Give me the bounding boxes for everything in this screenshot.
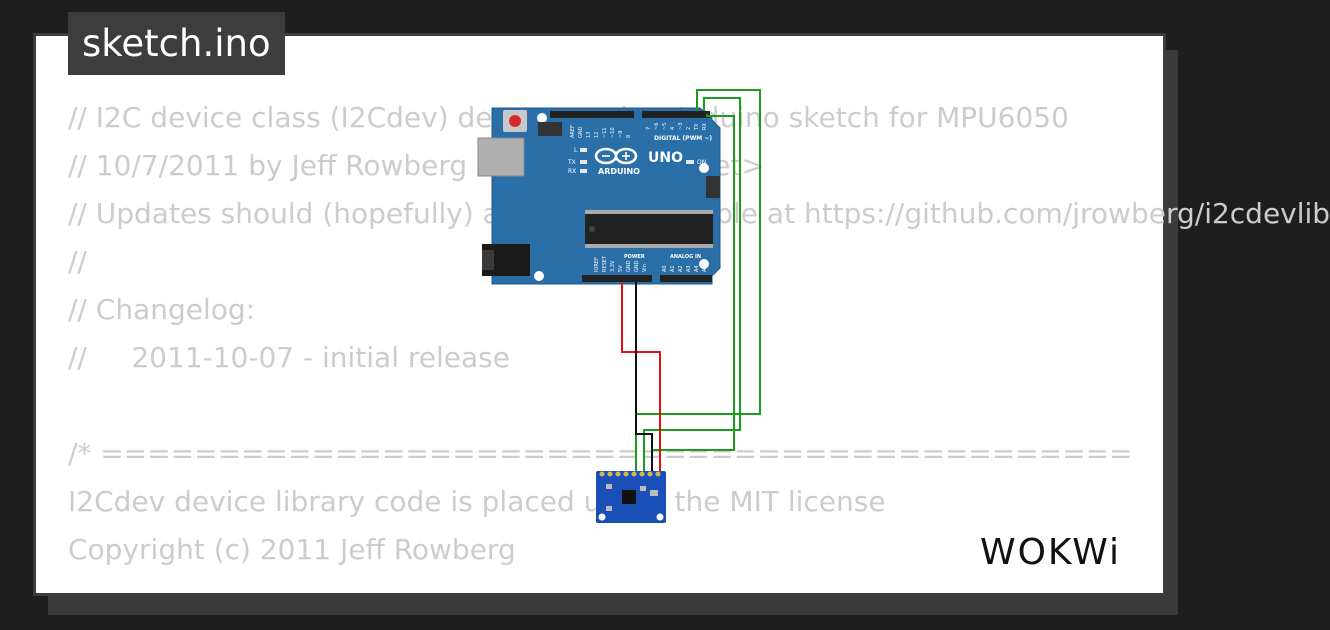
svg-text:4: 4 bbox=[670, 127, 676, 130]
mounting-hole bbox=[656, 513, 664, 521]
circuit-diagram: AREF GND 13 12 ~11 ~10 ~9 8 7 ~6 ~5 4 ~3… bbox=[477, 89, 761, 523]
svg-text:~5: ~5 bbox=[662, 123, 668, 130]
code-line: // 2011-10-07 - initial release bbox=[68, 341, 510, 374]
analog-label: ANALOG IN bbox=[670, 254, 701, 260]
analog-header bbox=[660, 275, 712, 282]
svg-text:A1: A1 bbox=[670, 265, 676, 272]
power-label: POWER bbox=[624, 254, 645, 260]
svg-text:GND: GND bbox=[634, 260, 640, 272]
mounting-hole bbox=[598, 513, 606, 521]
svg-text:A2: A2 bbox=[678, 265, 684, 272]
svg-text:~11: ~11 bbox=[602, 127, 608, 138]
usb-port bbox=[477, 137, 525, 177]
svg-text:3.3V: 3.3V bbox=[610, 260, 616, 272]
svg-text:7: 7 bbox=[646, 127, 652, 130]
svg-text:13: 13 bbox=[586, 132, 592, 138]
wire-green bbox=[643, 97, 741, 472]
svg-text:12: 12 bbox=[594, 132, 600, 138]
power-header bbox=[582, 275, 652, 282]
svg-text:GND: GND bbox=[626, 260, 632, 272]
svg-text:8: 8 bbox=[626, 135, 632, 138]
mounting-hole bbox=[699, 163, 709, 173]
svg-text:RX: RX bbox=[702, 123, 708, 130]
svg-text:A4: A4 bbox=[694, 265, 700, 272]
microcontroller-chip bbox=[585, 214, 713, 244]
svg-text:2: 2 bbox=[686, 127, 692, 130]
mounting-hole bbox=[537, 113, 547, 123]
rx-led-label: RX bbox=[568, 168, 576, 175]
wire-black bbox=[635, 282, 653, 472]
svg-text:A3: A3 bbox=[686, 265, 692, 272]
wires bbox=[621, 89, 761, 472]
wire-red bbox=[621, 282, 661, 472]
svg-text:~3: ~3 bbox=[678, 123, 684, 130]
svg-text:~6: ~6 bbox=[654, 123, 660, 130]
svg-text:Vin: Vin bbox=[642, 264, 648, 272]
mounting-hole bbox=[699, 259, 709, 269]
svg-text:A0: A0 bbox=[662, 265, 668, 272]
arduino-model-text: UNO bbox=[648, 150, 683, 166]
digital-label: DIGITAL (PWM ~) bbox=[654, 135, 712, 142]
svg-text:~9: ~9 bbox=[618, 131, 624, 138]
on-led-label: ON bbox=[697, 159, 706, 166]
code-line: /* =====================================… bbox=[68, 437, 1133, 470]
wokwi-logo: WOKWi bbox=[980, 532, 1121, 573]
svg-text:AREF: AREF bbox=[570, 125, 576, 138]
file-tab[interactable]: sketch.ino bbox=[68, 12, 285, 75]
digital-header-left bbox=[550, 111, 634, 118]
tx-led-label: TX bbox=[567, 159, 576, 166]
svg-text:IOREF: IOREF bbox=[594, 257, 600, 272]
digital-header-right bbox=[642, 111, 710, 118]
icsp-header bbox=[538, 122, 562, 136]
arduino-brand-text: ARDUINO bbox=[598, 167, 640, 176]
wokwi-logo-text: WOKWi bbox=[980, 532, 1121, 573]
svg-text:A5: A5 bbox=[702, 265, 708, 272]
icsp-header-right bbox=[706, 176, 720, 198]
l-led-label: L bbox=[574, 147, 578, 154]
svg-text:TX: TX bbox=[694, 123, 700, 131]
svg-text:GND: GND bbox=[578, 126, 584, 138]
svg-text:RESET: RESET bbox=[602, 255, 608, 272]
svg-text:~10: ~10 bbox=[610, 127, 616, 138]
arduino-logo-icon bbox=[594, 147, 638, 165]
sensor-chip bbox=[622, 490, 636, 504]
code-line: // bbox=[68, 245, 87, 278]
mpu6050-sensor[interactable] bbox=[596, 471, 666, 523]
arduino-uno-board[interactable]: AREF GND 13 12 ~11 ~10 ~9 8 7 ~6 ~5 4 ~3… bbox=[477, 107, 721, 285]
mounting-hole bbox=[534, 271, 544, 281]
svg-text:5V: 5V bbox=[618, 265, 624, 272]
code-line: Copyright (c) 2011 Jeff Rowberg bbox=[68, 533, 516, 566]
code-line: // Changelog: bbox=[68, 293, 256, 326]
preview-stage: // I2C device class (I2Cdev) demonstrati… bbox=[33, 12, 1330, 615]
